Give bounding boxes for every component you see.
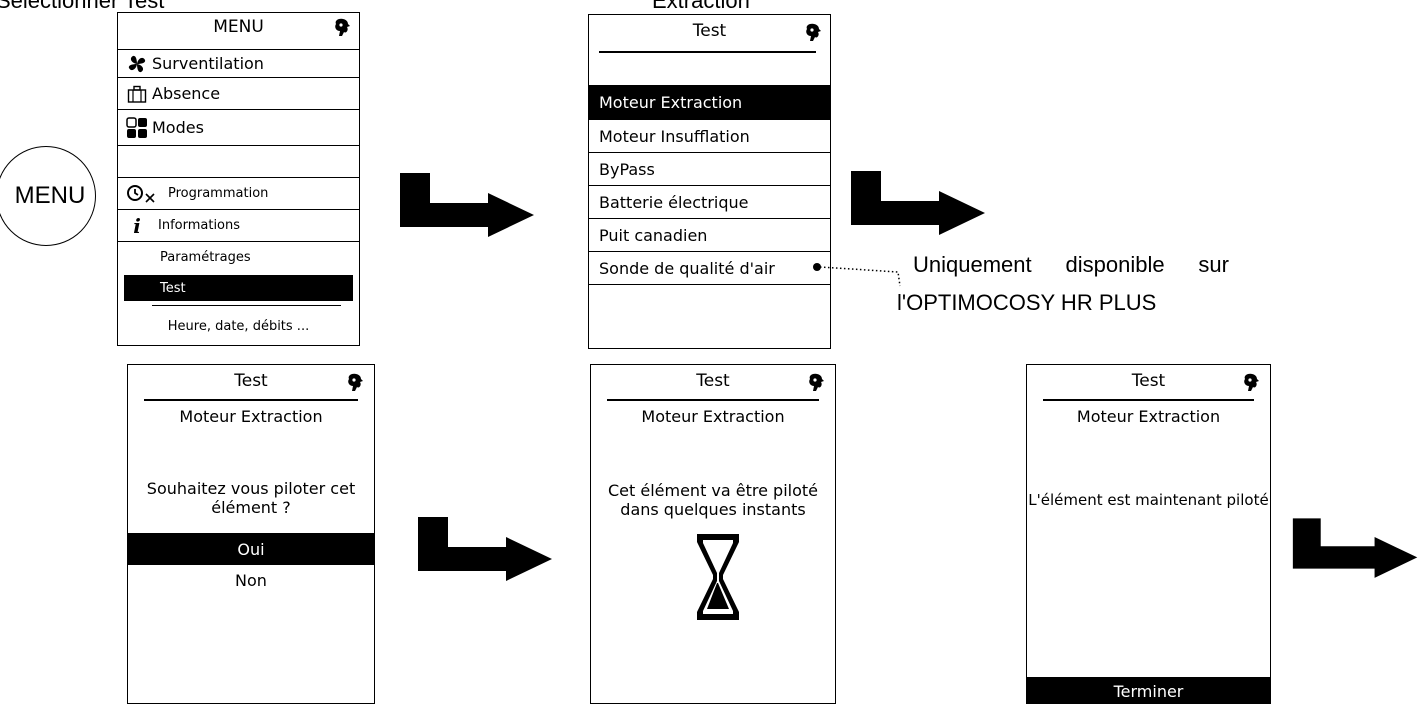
modes-grid-icon xyxy=(126,116,148,138)
screen-title: Test xyxy=(1131,371,1166,391)
note-line-2: l'OPTIMOCOSY HR PLUS xyxy=(897,290,1157,315)
menu-item-label: Programmation xyxy=(168,186,269,201)
test-item-label: Batterie électrique xyxy=(599,192,749,212)
subtitle: Moteur Extraction xyxy=(179,407,323,426)
menu-item-informations[interactable]: i Informations xyxy=(118,209,359,241)
test-item-puit-canadien[interactable]: Puit canadien xyxy=(589,218,830,251)
screen-title: MENU xyxy=(213,17,264,37)
menu-item-programmation[interactable]: Programmation xyxy=(118,177,359,209)
question-line-1: Souhaitez vous piloter cet xyxy=(146,479,356,498)
flow-arrow-4 xyxy=(1292,518,1418,578)
menu-item-modes[interactable]: Modes xyxy=(118,109,359,145)
menu-button-label: MENU xyxy=(14,182,86,209)
screen-title: Test xyxy=(234,371,268,391)
menu-item-label: Test xyxy=(160,280,186,296)
test-item-batterie-electrique[interactable]: Batterie électrique xyxy=(589,185,830,218)
test-item-sonde-qualite-air[interactable]: Sonde de qualité d'air xyxy=(589,251,830,285)
fan-icon xyxy=(126,54,148,74)
fan-status-icon xyxy=(806,23,821,41)
flow-arrow-1 xyxy=(400,173,534,237)
menu-button[interactable]: MENU xyxy=(0,146,96,246)
clock-x-icon xyxy=(126,184,160,204)
fan-status-icon xyxy=(335,18,350,36)
test-item-moteur-insufflation[interactable]: Moteur Insufflation xyxy=(589,119,830,152)
subtitle: Moteur Extraction xyxy=(641,407,785,426)
no-option[interactable]: Non xyxy=(235,571,267,590)
test-list-screen: Test Moteur Extraction Moteur Insufflati… xyxy=(588,14,831,349)
test-item-label: Puit canadien xyxy=(599,225,708,245)
menu-item-label: Absence xyxy=(152,84,221,103)
menu-screen: MENU Surventilation Absence Modes Progra… xyxy=(117,12,360,346)
test-item-label: Sonde de qualité d'air xyxy=(599,258,775,278)
done-message: L'élément est maintenant piloté xyxy=(1028,491,1269,509)
test-item-label: ByPass xyxy=(599,159,655,179)
screen-title: Test xyxy=(692,21,727,41)
test-item-bypass[interactable]: ByPass xyxy=(589,152,830,185)
fan-status-icon xyxy=(348,373,363,391)
fan-status-icon xyxy=(1244,373,1259,391)
menu-item-label: Surventilation xyxy=(152,54,264,73)
finish-button[interactable]: Terminer xyxy=(1027,677,1270,703)
info-icon: i xyxy=(133,213,141,238)
title-underline xyxy=(144,399,358,401)
menu-item-surventilation[interactable]: Surventilation xyxy=(118,49,359,77)
yes-option[interactable]: Oui xyxy=(128,533,374,565)
title-underline xyxy=(607,399,819,401)
title-underline xyxy=(1043,399,1254,401)
test-item-label: Moteur Extraction xyxy=(599,92,743,112)
caption-extraction: Extraction xyxy=(652,0,750,13)
screen-title: Test xyxy=(696,371,730,391)
wait-screen: Test Moteur Extraction Cet élément va êt… xyxy=(590,364,836,704)
note-line-1: Uniquement disponible sur xyxy=(913,252,1229,277)
menu-item-absence[interactable]: Absence xyxy=(118,77,359,109)
finish-label: Terminer xyxy=(1113,681,1184,701)
fan-status-icon xyxy=(809,373,824,391)
subtitle: Moteur Extraction xyxy=(1076,407,1221,426)
caption-select-test: Sélectionner Test xyxy=(0,0,165,13)
menu-item-empty xyxy=(118,145,359,177)
message-line-2: dans quelques instants xyxy=(620,500,806,519)
flow-arrow-2 xyxy=(851,171,985,235)
test-item-moteur-extraction[interactable]: Moteur Extraction xyxy=(589,85,830,119)
question-line-2: élément ? xyxy=(211,498,291,517)
title-underline xyxy=(599,51,816,53)
menu-item-label: Paramétrages xyxy=(160,250,251,265)
menu-item-label: Modes xyxy=(152,118,204,137)
divider xyxy=(152,305,341,306)
flow-arrow-3 xyxy=(418,517,552,581)
menu-item-description: Heure, date, débits ... xyxy=(167,319,310,334)
done-screen: Test Moteur Extraction L'élément est mai… xyxy=(1026,364,1271,704)
menu-item-test[interactable]: Test xyxy=(124,275,353,301)
menu-item-parametrages[interactable]: Paramétrages xyxy=(118,241,359,273)
message-line-1: Cet élément va être piloté xyxy=(607,481,819,500)
note-connector xyxy=(813,263,901,287)
test-item-label: Moteur Insufflation xyxy=(599,126,750,146)
hourglass-icon xyxy=(697,534,739,620)
yes-label: Oui xyxy=(237,539,265,559)
menu-item-label: Informations xyxy=(158,218,241,233)
confirm-screen: Test Moteur Extraction Souhaitez vous pi… xyxy=(127,364,375,704)
suitcase-icon xyxy=(126,84,148,104)
